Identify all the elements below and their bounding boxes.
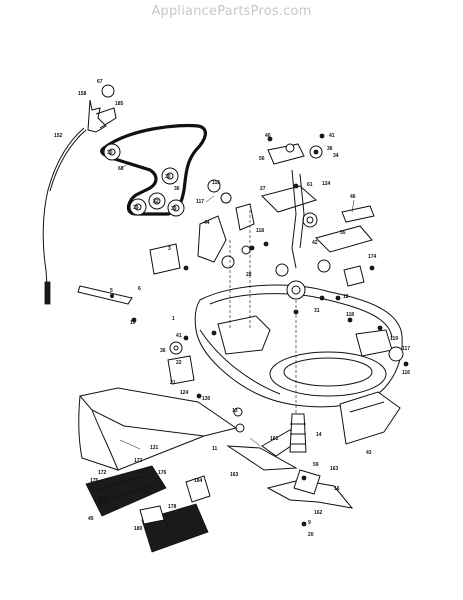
callout-14: 14 xyxy=(316,432,322,438)
callout-43: 43 xyxy=(366,450,372,456)
callout-39-left: 39 xyxy=(133,205,139,211)
callout-116-b: 116 xyxy=(402,370,410,376)
callout-18: 18 xyxy=(343,294,349,300)
callout-36-a: 36 xyxy=(174,186,180,192)
callout-124-a: 124 xyxy=(322,181,331,187)
callout-28: 28 xyxy=(246,272,252,278)
callout-61: 61 xyxy=(307,182,313,188)
callout-16: 16 xyxy=(334,486,340,492)
leader-lines xyxy=(77,129,355,450)
callout-39-right: 39 xyxy=(171,206,177,212)
callout-45: 45 xyxy=(88,516,94,522)
callout-35: 35 xyxy=(340,230,346,236)
idler-bracket-assembly xyxy=(149,133,375,287)
mower-deck-housing xyxy=(194,210,403,430)
callout-5: 5 xyxy=(110,288,113,294)
callout-41-b: 41 xyxy=(176,333,182,339)
hardware-fasteners xyxy=(131,241,383,399)
callout-19: 19 xyxy=(130,320,136,326)
callout-152: 152 xyxy=(54,133,63,139)
callout-36-c: 36 xyxy=(160,348,166,354)
callout-labels: 67 158 185 152 30 68 30 39 32 39 36 40 4… xyxy=(54,79,410,538)
callout-117-b: 117 xyxy=(402,346,410,352)
knob xyxy=(101,84,115,98)
callout-1: 1 xyxy=(172,316,175,322)
pulley-39-right xyxy=(167,199,185,217)
callout-118-a: 118 xyxy=(256,228,264,234)
callout-36-b: 36 xyxy=(327,146,333,152)
callout-185: 185 xyxy=(115,101,124,107)
callout-174: 174 xyxy=(368,254,377,260)
discharge-chute xyxy=(78,387,238,471)
deck-baffle xyxy=(217,315,271,355)
deck-hangers xyxy=(77,285,409,385)
callout-178: 178 xyxy=(168,504,177,510)
callout-172: 172 xyxy=(98,470,107,476)
callout-116-a: 116 xyxy=(212,180,220,186)
callout-22: 22 xyxy=(176,360,182,366)
callout-131: 131 xyxy=(150,445,159,451)
callout-9: 9 xyxy=(308,520,311,526)
callout-175: 175 xyxy=(90,478,99,484)
callout-161: 161 xyxy=(270,436,279,442)
callout-119: 119 xyxy=(390,336,398,342)
callout-6: 6 xyxy=(138,286,141,292)
idler-pulley-36-lower xyxy=(302,212,318,228)
pulley-39-left xyxy=(129,198,147,216)
callout-59: 59 xyxy=(313,462,319,468)
control-cable xyxy=(42,84,117,305)
blade-assembly xyxy=(226,407,354,527)
callout-68: 68 xyxy=(118,166,124,172)
pulley-30-upper xyxy=(103,143,121,161)
callout-163-a: 163 xyxy=(330,466,339,472)
callout-11: 11 xyxy=(212,446,218,452)
watermark-text: AppliancePartsPros.com xyxy=(151,4,312,19)
cable-end xyxy=(44,281,51,305)
spindle-pulley xyxy=(286,280,306,300)
callout-184: 184 xyxy=(194,478,203,484)
cable-line xyxy=(42,127,85,301)
callout-31: 31 xyxy=(314,308,320,314)
pulley-30-lower xyxy=(161,167,179,185)
callout-3: 3 xyxy=(168,246,171,252)
callout-42: 42 xyxy=(312,240,318,246)
callout-13: 13 xyxy=(232,408,238,414)
spindle xyxy=(289,413,307,453)
callout-30-lower: 30 xyxy=(165,174,171,180)
callout-163-b: 163 xyxy=(230,472,239,478)
callout-32: 32 xyxy=(153,199,159,205)
callout-30-upper: 30 xyxy=(107,150,113,156)
callout-56: 56 xyxy=(259,156,265,162)
callout-44: 44 xyxy=(204,220,210,226)
blade-left xyxy=(226,445,298,471)
callout-180: 180 xyxy=(134,526,143,532)
callout-117-a: 117 xyxy=(196,199,204,205)
pulley-32 xyxy=(148,192,166,210)
front-baffle xyxy=(339,391,401,445)
callout-40: 40 xyxy=(265,133,271,139)
callout-67: 67 xyxy=(97,79,103,85)
deck-blade-well-right xyxy=(269,351,387,397)
callout-21: 21 xyxy=(170,380,176,386)
drive-belt-assembly xyxy=(100,123,207,217)
callout-124-b: 124 xyxy=(180,390,189,396)
callout-46: 46 xyxy=(350,194,356,200)
callout-41-a: 41 xyxy=(329,133,335,139)
callout-173: 173 xyxy=(134,458,143,464)
mulching-kit xyxy=(85,465,211,553)
callout-20: 20 xyxy=(308,532,314,538)
callout-130: 130 xyxy=(202,396,211,402)
callout-158: 158 xyxy=(78,91,87,97)
callout-118-b: 118 xyxy=(346,312,354,318)
callout-34: 34 xyxy=(333,153,339,159)
callout-27: 27 xyxy=(260,186,266,192)
callout-162: 162 xyxy=(314,510,323,516)
callout-176: 176 xyxy=(158,470,167,476)
